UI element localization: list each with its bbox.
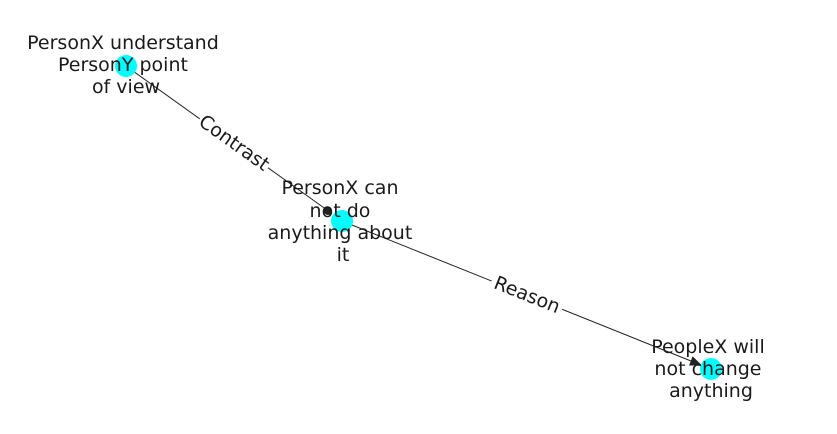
edge-label-group-contrast: Contrast: [192, 107, 276, 179]
node-label-line: PersonX understand: [27, 32, 219, 54]
node-label-line: anything about: [268, 222, 413, 244]
edge-label-contrast: Contrast: [195, 110, 274, 175]
node-circle-n1: [115, 55, 137, 77]
node-label-line: not change: [654, 358, 761, 380]
edge-label-bg: [192, 107, 276, 179]
node-circle-n3: [700, 358, 722, 380]
node-label-line: PersonY point: [58, 54, 188, 76]
node-label-line: PersonX can: [281, 177, 398, 199]
edge-label-bg: [486, 268, 568, 322]
node-label-line: PeopleX will: [651, 336, 765, 358]
node-label-line: of view: [92, 76, 160, 98]
node-label-line: it: [337, 244, 350, 266]
node-label-n2: PersonX can not do anything about it: [268, 177, 419, 266]
node-label-n1: PersonX understand PersonY point of view: [27, 32, 225, 98]
edge-label-group-reason: Reason: [486, 268, 568, 322]
node-circle-n2: [331, 210, 353, 232]
node-label-n3: PeopleX will not change anything: [651, 336, 771, 402]
node-label-line: anything: [669, 380, 753, 402]
edge-label-reason: Reason: [491, 272, 563, 318]
node-label-line: not do: [310, 200, 371, 222]
edge-endpoint-dot: [324, 207, 332, 215]
